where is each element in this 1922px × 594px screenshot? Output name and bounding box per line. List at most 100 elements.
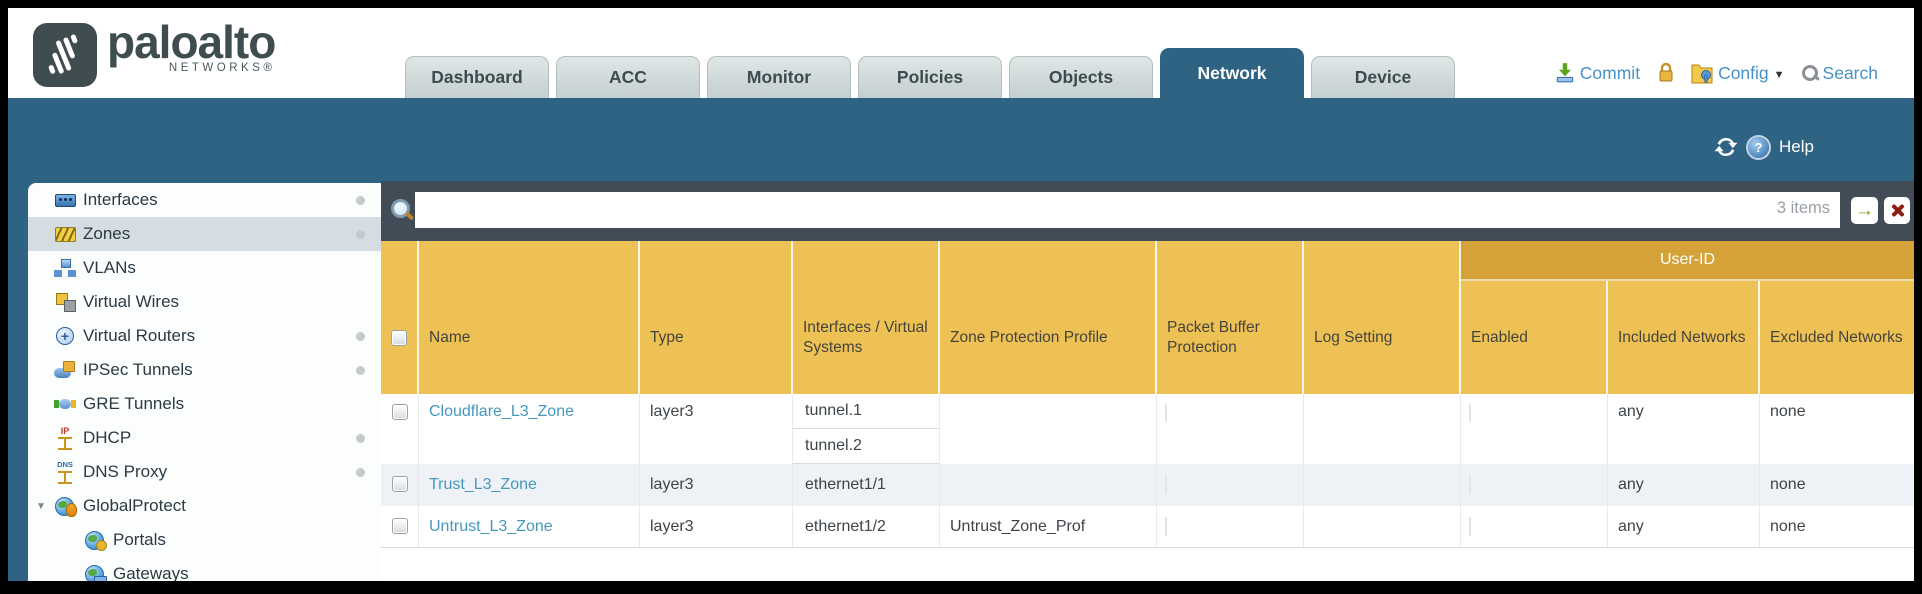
globalprotect-icon [54, 496, 77, 517]
excluded-networks-cell: none [1770, 403, 1806, 420]
commit-icon[interactable] [1554, 62, 1576, 84]
select-all-checkbox[interactable] [391, 329, 407, 346]
sidebar-item-virtual-routers[interactable]: Virtual Routers [28, 319, 381, 353]
row-checkbox[interactable] [391, 518, 408, 534]
zone-name-link[interactable]: Trust_L3_Zone [429, 476, 537, 493]
tab-network[interactable]: Network [1160, 48, 1304, 98]
network-sidebar: Interfaces Zones VLANs Virtual Wires Vir… [28, 183, 381, 581]
user-id-enabled-cell [1461, 394, 1608, 464]
zone-name-link[interactable]: Cloudflare_L3_Zone [429, 403, 574, 420]
included-networks-cell: any [1608, 506, 1760, 547]
paloalto-logo-icon [33, 23, 97, 87]
ipsec-tunnels-icon [54, 360, 76, 380]
expander-icon[interactable]: ▼ [36, 500, 46, 512]
user-id-column-group: User-ID Enabled Included Networks Exclud… [1461, 241, 1914, 394]
table-body: Cloudflare_L3_Zone layer3 tunnel.1 tunne… [381, 394, 1914, 548]
tab-monitor[interactable]: Monitor [707, 56, 851, 98]
packet-buffer-protection-cell [1157, 464, 1304, 506]
packet-buffer-protection-checkbox [1165, 475, 1167, 494]
zone-protection-profile-cell [940, 394, 1157, 464]
zone-name-link[interactable]: Untrust_L3_Zone [429, 518, 553, 535]
tab-objects[interactable]: Objects [1009, 56, 1153, 98]
config-button[interactable]: Config [1718, 62, 1769, 83]
config-caret-icon[interactable]: ▼ [1773, 68, 1785, 81]
commit-button[interactable]: Commit [1579, 62, 1641, 83]
zone-interfaces-cell: ethernet1/1 [793, 464, 940, 506]
sidebar-item-gre-tunnels[interactable]: GRE Tunnels [28, 387, 381, 421]
select-all-cell [381, 241, 419, 394]
panos-app: paloalto NETWORKS® Dashboard ACC Monitor… [8, 8, 1914, 581]
zones-icon [54, 224, 76, 244]
sidebar-item-globalprotect[interactable]: ▼ GlobalProtect [36, 496, 186, 517]
log-setting-cell [1304, 464, 1461, 506]
config-icon[interactable] [1690, 62, 1714, 84]
zones-content: 3 items → Name Type Interfaces / Virtual… [381, 181, 1914, 581]
paloalto-logo[interactable]: paloalto NETWORKS® [33, 16, 276, 87]
column-header-enabled[interactable]: Enabled [1461, 281, 1608, 394]
tab-device[interactable]: Device [1311, 56, 1455, 98]
status-dot [356, 434, 365, 443]
search-icon[interactable] [1801, 64, 1819, 82]
column-header-included-networks[interactable]: Included Networks [1608, 281, 1760, 394]
sidebar-item-portals[interactable]: Portals [28, 523, 381, 557]
excluded-networks-cell: none [1770, 476, 1806, 493]
refresh-icon[interactable] [1714, 135, 1738, 159]
column-header-packet-buffer-protection[interactable]: Packet Buffer Protection [1157, 241, 1304, 394]
zone-interfaces-cell: tunnel.1 tunnel.2 [793, 394, 940, 464]
interface-entry: tunnel.1 [793, 394, 939, 429]
filter-input-wrap: 3 items [415, 192, 1840, 228]
search-button[interactable]: Search [1822, 62, 1878, 83]
zone-type-cell: layer3 [640, 394, 793, 464]
included-networks-cell: any [1608, 464, 1760, 506]
sidebar-item-vlans[interactable]: VLANs [28, 251, 381, 285]
brand-tagline: NETWORKS® [168, 61, 276, 74]
table-header: Name Type Interfaces / Virtual Systems Z… [381, 241, 1914, 394]
clear-filter-button[interactable] [1884, 197, 1910, 224]
user-id-enabled-checkbox [1469, 517, 1471, 536]
filter-bar: 3 items → [381, 181, 1914, 241]
tab-dashboard[interactable]: Dashboard [405, 56, 549, 98]
interface-entry: tunnel.2 [793, 429, 939, 464]
sidebar-item-interfaces[interactable]: Interfaces [28, 183, 381, 217]
row-checkbox[interactable] [391, 476, 408, 492]
zone-protection-profile-cell [940, 464, 1157, 506]
column-header-name[interactable]: Name [419, 241, 640, 394]
sidebar-item-zones[interactable]: Zones [28, 217, 381, 251]
sidebar-item-ipsec-tunnels[interactable]: IPSec Tunnels [28, 353, 381, 387]
filter-search-icon [389, 197, 415, 223]
sidebar-item-dns-proxy[interactable]: DNS Proxy [28, 455, 381, 489]
gre-tunnels-icon [54, 394, 76, 414]
table-row: Cloudflare_L3_Zone layer3 tunnel.1 tunne… [381, 394, 1914, 464]
lock-icon[interactable] [1656, 62, 1676, 84]
column-header-excluded-networks[interactable]: Excluded Networks [1770, 328, 1903, 346]
brand-name: paloalto [107, 16, 276, 68]
column-header-type[interactable]: Type [640, 241, 793, 394]
user-id-enabled-checkbox [1469, 475, 1471, 494]
zone-type-cell: layer3 [640, 464, 793, 506]
portals-icon [84, 530, 107, 551]
column-header-log-setting[interactable]: Log Setting [1304, 241, 1461, 394]
top-bar: paloalto NETWORKS® Dashboard ACC Monitor… [8, 8, 1914, 98]
table-row: Trust_L3_Zone layer3 ethernet1/1 any non… [381, 464, 1914, 506]
help-button[interactable]: Help [1779, 137, 1814, 156]
gateways-icon [84, 564, 107, 581]
main-nav-tabs: Dashboard ACC Monitor Policies Objects N… [405, 48, 1455, 98]
tab-acc[interactable]: ACC [556, 56, 700, 98]
sidebar-item-gateways[interactable]: Gateways [28, 557, 381, 581]
packet-buffer-protection-checkbox [1165, 403, 1167, 422]
excluded-networks-cell: none [1770, 518, 1806, 535]
sidebar-item-virtual-wires[interactable]: Virtual Wires [28, 285, 381, 319]
filter-input[interactable] [415, 192, 1840, 228]
row-checkbox[interactable] [391, 404, 408, 420]
table-row: Untrust_L3_Zone layer3 ethernet1/2 Untru… [381, 506, 1914, 548]
tab-policies[interactable]: Policies [858, 56, 1002, 98]
user-id-enabled-cell [1461, 464, 1608, 506]
dns-proxy-icon [54, 460, 76, 484]
included-networks-cell: any [1608, 394, 1760, 464]
apply-filter-button[interactable]: → [1851, 197, 1878, 224]
paloalto-logo-text: paloalto NETWORKS® [107, 16, 276, 74]
help-icon[interactable]: ? [1748, 136, 1770, 158]
column-header-zone-protection-profile[interactable]: Zone Protection Profile [940, 241, 1157, 394]
sidebar-item-dhcp[interactable]: DHCP [28, 421, 381, 455]
column-header-interfaces[interactable]: Interfaces / Virtual Systems [793, 241, 940, 394]
